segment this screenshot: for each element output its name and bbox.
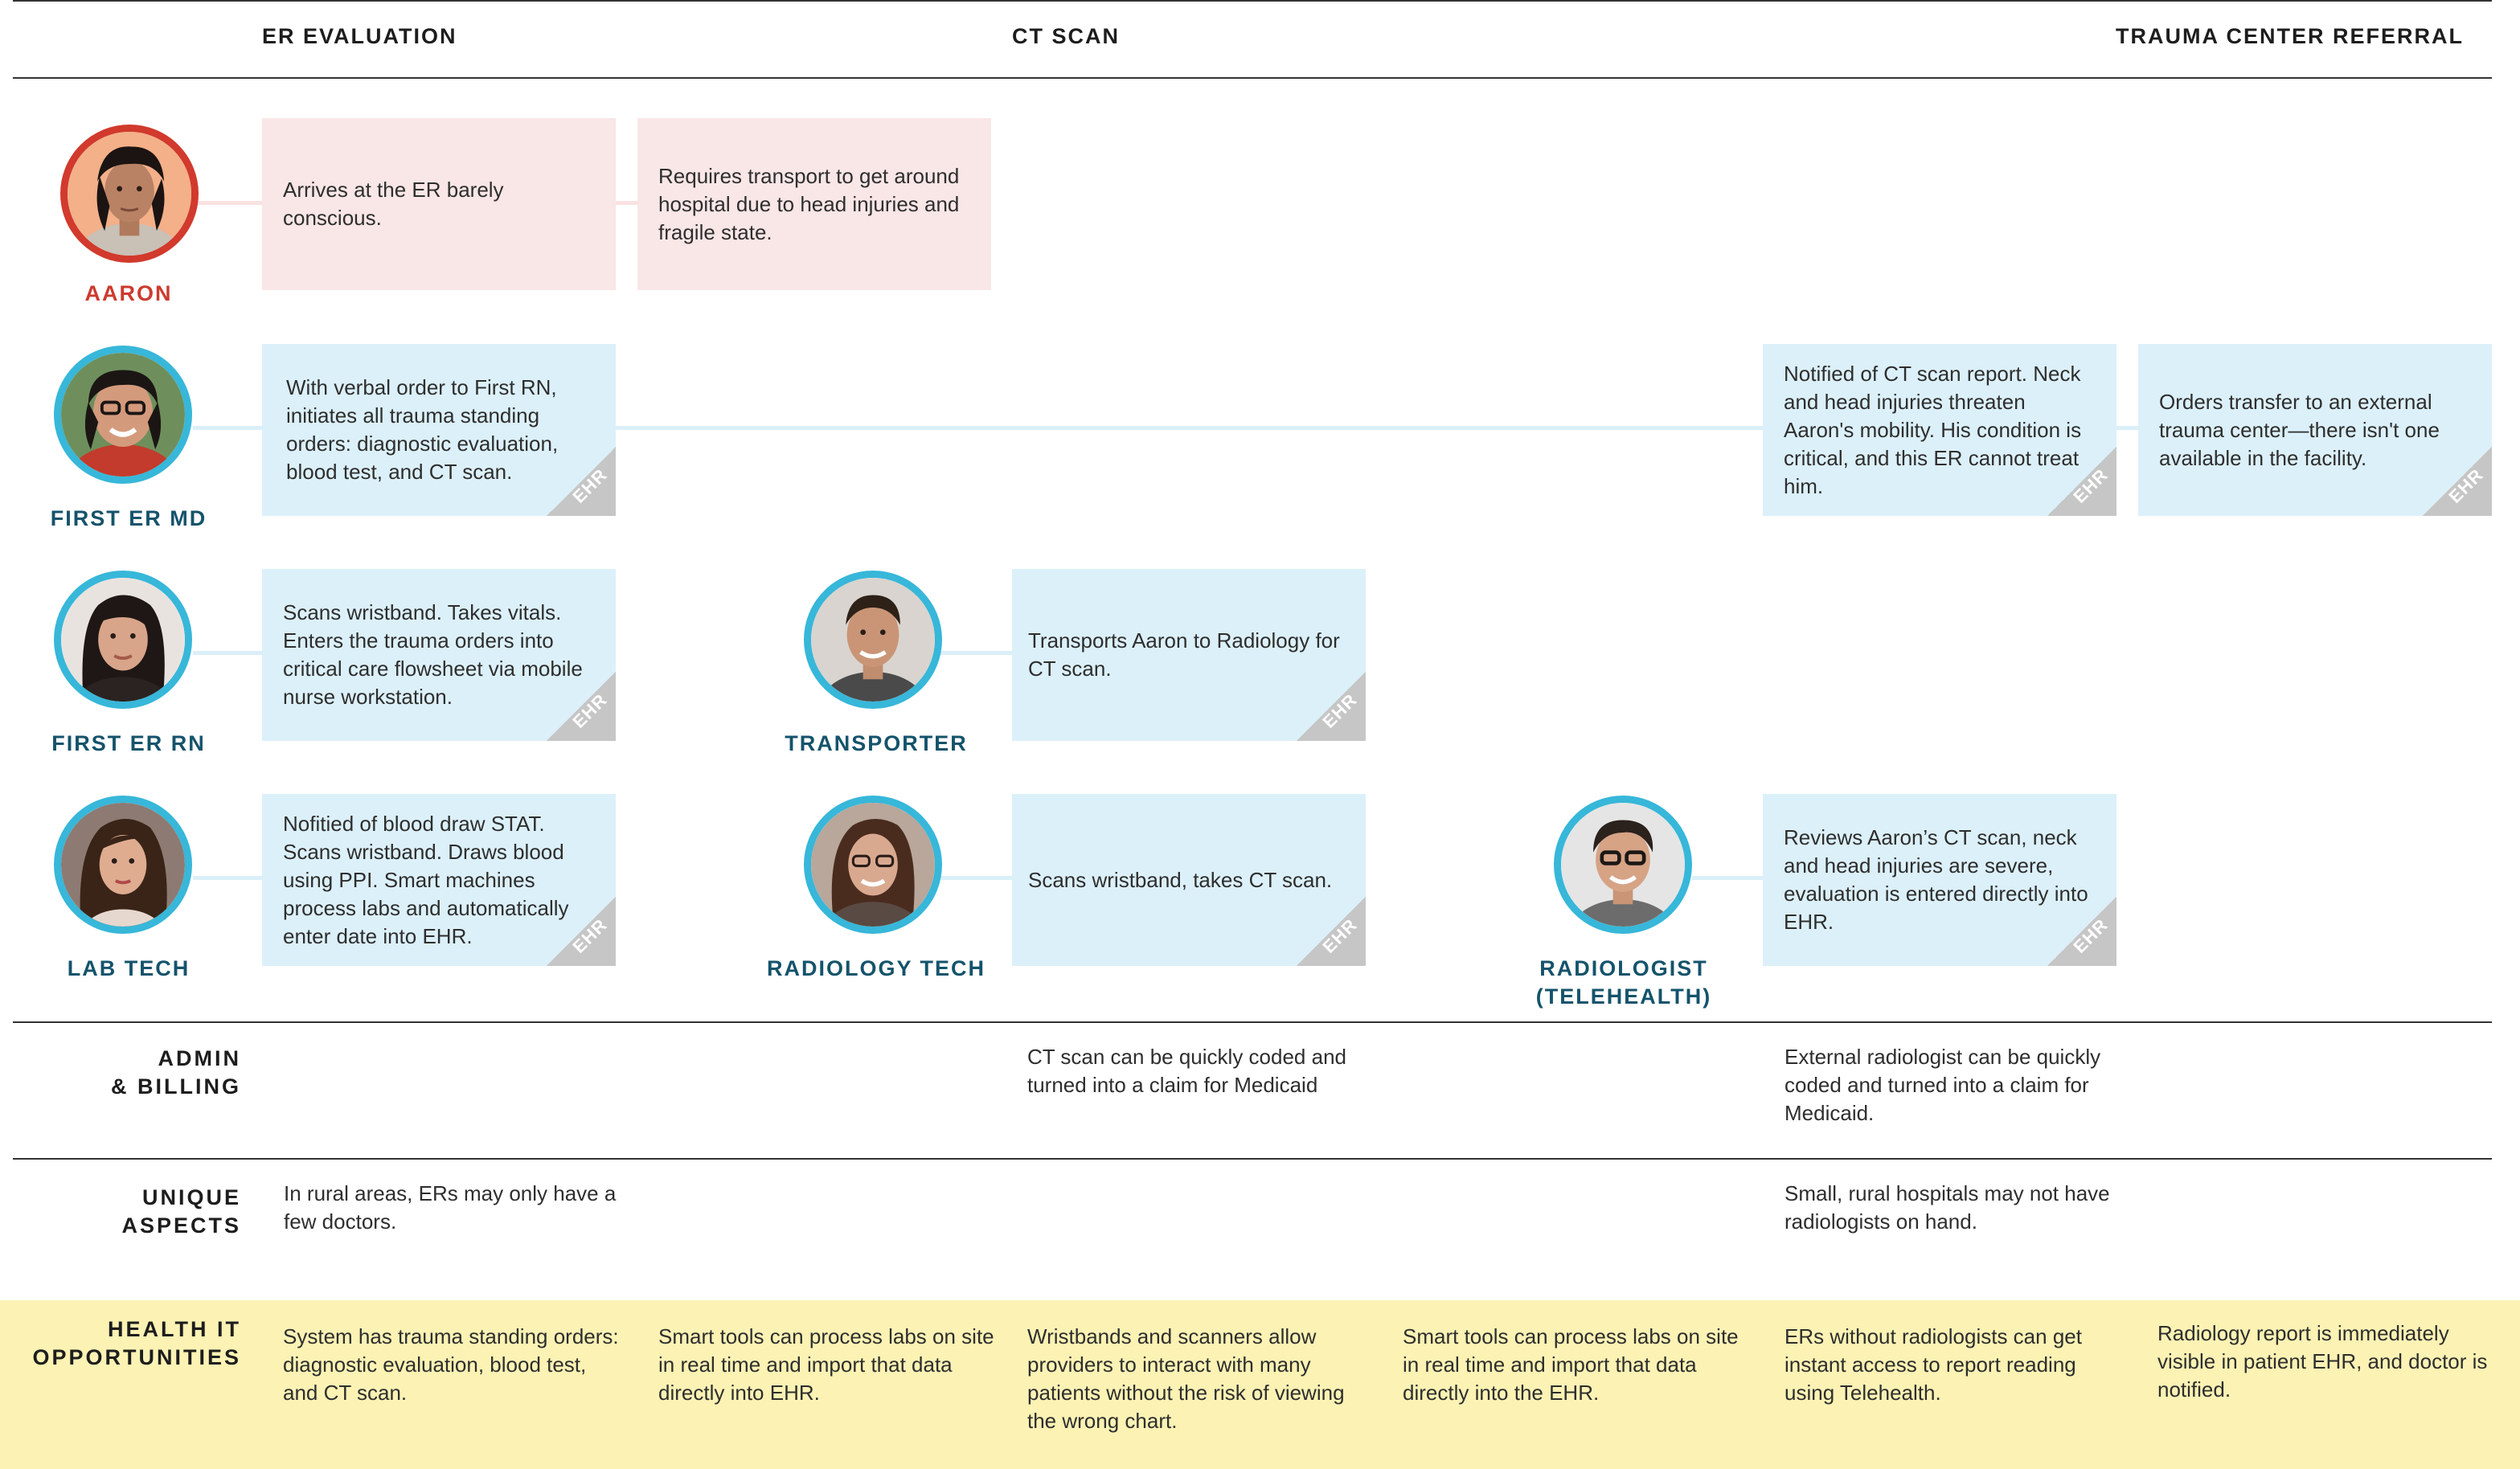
role-radiologist-line2: (TELEHEALTH) — [1535, 984, 1712, 1009]
card-text: Orders transfer to an external trauma ce… — [2159, 389, 2440, 470]
first-er-md-avatar — [54, 346, 192, 484]
transporter-avatar — [804, 571, 942, 709]
md-connector — [193, 426, 2492, 430]
role-first-er-rn: FIRST ER RN — [51, 731, 206, 755]
health-it-note: Wristbands and scanners allow providers … — [1027, 1324, 1345, 1433]
rn-connector — [193, 651, 265, 655]
card-lab-blood-draw: Nofitied of blood draw STAT. Scans wrist… — [262, 794, 616, 966]
ehr-tag: EHR — [547, 447, 616, 516]
card-text: Reviews Aaron’s CT scan, neck and head i… — [1784, 825, 2088, 934]
card-radtech-ct: Scans wristband, takes CT scan. EHR — [1012, 794, 1366, 966]
health-it-note: Radiology report is immediately visible … — [2157, 1321, 2488, 1401]
ehr-tag: EHR — [1297, 672, 1366, 741]
radiology-tech-avatar — [804, 796, 942, 934]
row-label-unique-aspects: UNIQUE ASPECTS — [121, 1184, 241, 1240]
ehr-tag: EHR — [547, 897, 616, 966]
row-label-unique-line1: UNIQUE — [141, 1185, 241, 1209]
phase-er-evaluation: ER EVALUATION — [262, 24, 457, 48]
admin-note-ct: CT scan can be quickly coded and turned … — [1027, 1045, 1346, 1097]
first-er-md-portrait-icon — [61, 353, 185, 477]
card-transporter: Transports Aaron to Radiology for CT sca… — [1012, 569, 1366, 741]
health-it-note: Smart tools can process labs on site in … — [1403, 1324, 1739, 1405]
card-text: Scans wristband, takes CT scan. — [1028, 867, 1333, 892]
row-label-health-it: HEALTH IT OPPORTUNITIES — [32, 1316, 241, 1372]
ehr-tag-label: EHR — [1317, 689, 1361, 732]
role-first-er-md: FIRST ER MD — [50, 506, 207, 530]
card-radiologist-review: Reviews Aaron’s CT scan, neck and head i… — [1763, 794, 2116, 966]
lab-connector — [193, 876, 265, 880]
role-radiologist: RADIOLOGIST (TELEHEALTH) — [1495, 955, 1752, 1011]
health-it-note: ERs without radiologists can get instant… — [1784, 1324, 2082, 1405]
row-label-health-line2: OPPORTUNITIES — [32, 1345, 241, 1369]
ehr-tag: EHR — [2047, 447, 2116, 516]
top-rule — [13, 0, 2492, 2]
card-text: Transports Aaron to Radiology for CT sca… — [1028, 628, 1340, 681]
admin-rule — [13, 1021, 2492, 1023]
card-md-orders-transfer: Orders transfer to an external trauma ce… — [2138, 344, 2492, 516]
header-rule — [13, 77, 2492, 79]
card-text: With verbal order to First RN, initiates… — [286, 375, 559, 484]
phase-ct-scan: CT SCAN — [1012, 24, 1120, 48]
role-transporter: TRANSPORTER — [785, 731, 968, 755]
card-md-standing-orders: With verbal order to First RN, initiates… — [262, 344, 616, 516]
radtech-connector — [940, 876, 1013, 880]
radiologist-avatar — [1554, 796, 1692, 934]
ehr-tag: EHR — [2047, 897, 2116, 966]
radiology-tech-portrait-icon — [811, 803, 935, 927]
role-aaron: AARON — [84, 281, 173, 305]
radiologist-portrait-icon — [1561, 803, 1685, 927]
unique-note-er: In rural areas, ERs may only have a few … — [284, 1181, 617, 1234]
unique-rule — [13, 1158, 2492, 1160]
row-label-admin-billing: ADMIN & BILLING — [111, 1045, 241, 1101]
card-md-notified: Notified of CT scan report. Neck and hea… — [1763, 344, 2116, 516]
row-label-admin-line2: & BILLING — [111, 1074, 241, 1099]
row-label-unique-line2: ASPECTS — [121, 1213, 241, 1238]
row-label-health-line1: HEALTH IT — [108, 1317, 241, 1341]
role-lab-tech: LAB TECH — [67, 956, 191, 980]
admin-note-radiologist: External radiologist can be quickly code… — [1784, 1045, 2101, 1125]
radiologist-connector — [1692, 876, 1768, 880]
health-it-note: Smart tools can process labs on site in … — [658, 1324, 994, 1405]
lab-tech-portrait-icon — [61, 803, 185, 927]
ehr-tag-label: EHR — [1317, 915, 1361, 957]
first-er-rn-avatar — [54, 571, 192, 709]
card-text: Notified of CT scan report. Neck and hea… — [1784, 361, 2082, 498]
transporter-connector — [940, 651, 1013, 655]
health-it-note: System has trauma standing orders: diagn… — [283, 1324, 619, 1405]
transporter-portrait-icon — [811, 578, 935, 702]
unique-note-radiologist: Small, rural hospitals may not have radi… — [1784, 1181, 2110, 1234]
aaron-avatar — [60, 125, 199, 263]
role-radiology-tech: RADIOLOGY TECH — [766, 956, 985, 980]
first-er-rn-portrait-icon — [61, 578, 185, 702]
card-aaron-transport: Requires transport to get around hospita… — [637, 118, 991, 290]
lab-tech-avatar — [54, 796, 192, 934]
phase-trauma-center-referral: TRAUMA CENTER REFERRAL — [2116, 24, 2464, 48]
row-label-admin-line1: ADMIN — [158, 1046, 241, 1070]
health-it-band — [0, 1300, 2520, 1469]
card-text: Nofitied of blood draw STAT. Scans wrist… — [283, 811, 569, 948]
aaron-portrait-icon — [68, 132, 191, 256]
ehr-tag: EHR — [547, 672, 616, 741]
card-text: Requires transport to get around hospita… — [658, 163, 960, 244]
card-aaron-arrives: Arrives at the ER barely conscious. — [262, 118, 616, 290]
card-rn-scans-wristband: Scans wristband. Takes vitals. Enters th… — [262, 569, 616, 741]
ehr-tag: EHR — [1297, 897, 1366, 966]
ehr-tag: EHR — [2423, 447, 2492, 516]
card-text: Arrives at the ER barely conscious. — [283, 178, 504, 230]
card-text: Scans wristband. Takes vitals. Enters th… — [283, 600, 583, 709]
role-radiologist-line1: RADIOLOGIST — [1539, 956, 1708, 980]
